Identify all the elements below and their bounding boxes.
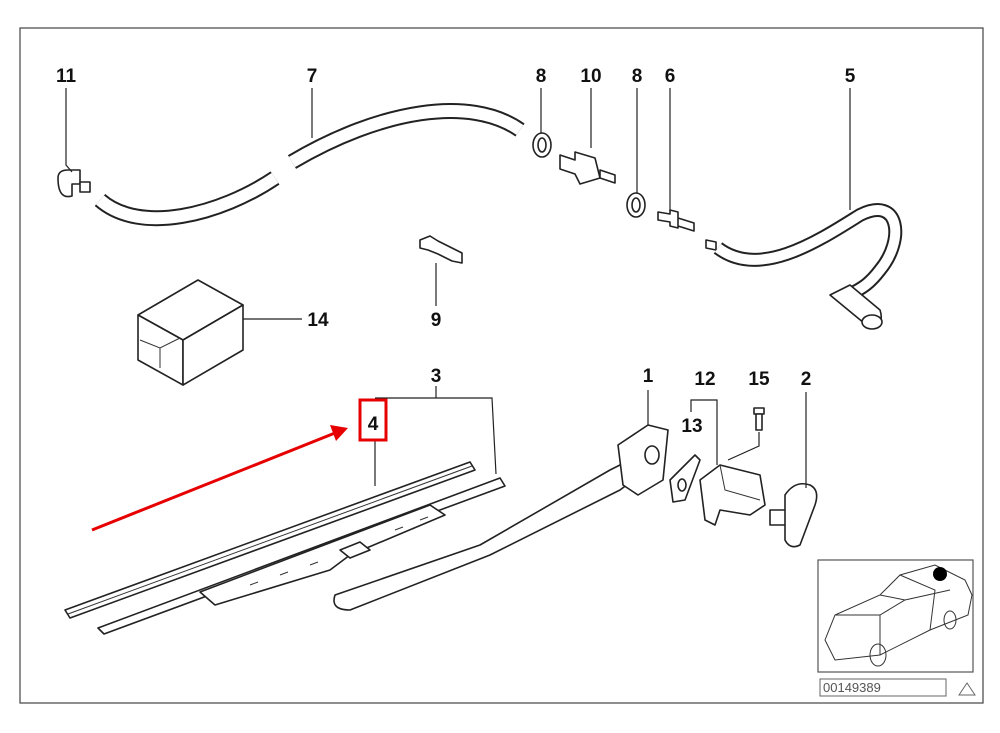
label-part-9: 9	[431, 310, 442, 331]
label-part-15: 15	[748, 369, 770, 390]
label-part-13: 13	[681, 416, 702, 437]
part-15-screw[interactable]	[753, 407, 765, 431]
label-part-11: 11	[56, 66, 77, 87]
part-2-cap[interactable]	[769, 482, 818, 548]
part-4-blade-rubber[interactable]	[64, 461, 476, 619]
part-1-wiper-arm[interactable]	[333, 424, 669, 611]
label-part-2: 2	[801, 369, 812, 390]
part-9-connector[interactable]	[419, 235, 463, 264]
part-13-gasket[interactable]	[669, 454, 701, 503]
label-part-5: 5	[845, 66, 856, 87]
highlight-arrow	[91, 425, 348, 532]
label-part-6: 6	[665, 66, 676, 87]
part-3-wiper-blade[interactable]	[97, 477, 506, 635]
part-8-clamp-second[interactable]	[626, 192, 646, 218]
part-8-clamp[interactable]	[532, 132, 552, 158]
part-7-hose[interactable]	[94, 103, 525, 227]
label-part-4: 4	[368, 414, 379, 435]
label-part-8-second: 8	[632, 66, 643, 87]
label-part-7: 7	[307, 66, 318, 87]
label-part-12: 12	[694, 369, 715, 390]
label-part-3: 3	[431, 366, 442, 387]
label-part-10: 10	[580, 66, 601, 87]
label-part-1: 1	[643, 366, 654, 387]
part-10-valve[interactable]	[559, 151, 616, 185]
diagram-number-box	[819, 678, 947, 697]
leader-lines	[65, 88, 851, 488]
label-part-8: 8	[536, 66, 547, 87]
part-11-elbow[interactable]	[57, 169, 91, 198]
part-6-connector[interactable]	[657, 209, 695, 232]
part-14-box[interactable]	[137, 279, 244, 386]
car-location-inset	[817, 559, 974, 673]
label-part-14: 14	[307, 310, 329, 331]
part-5-hose[interactable]	[705, 203, 903, 330]
highlight-box	[358, 398, 388, 442]
diagram-number: 00149389	[823, 680, 881, 695]
location-marker-icon	[933, 567, 947, 581]
part-12-bracket[interactable]	[699, 464, 766, 526]
warning-triangle-icon	[958, 682, 976, 696]
